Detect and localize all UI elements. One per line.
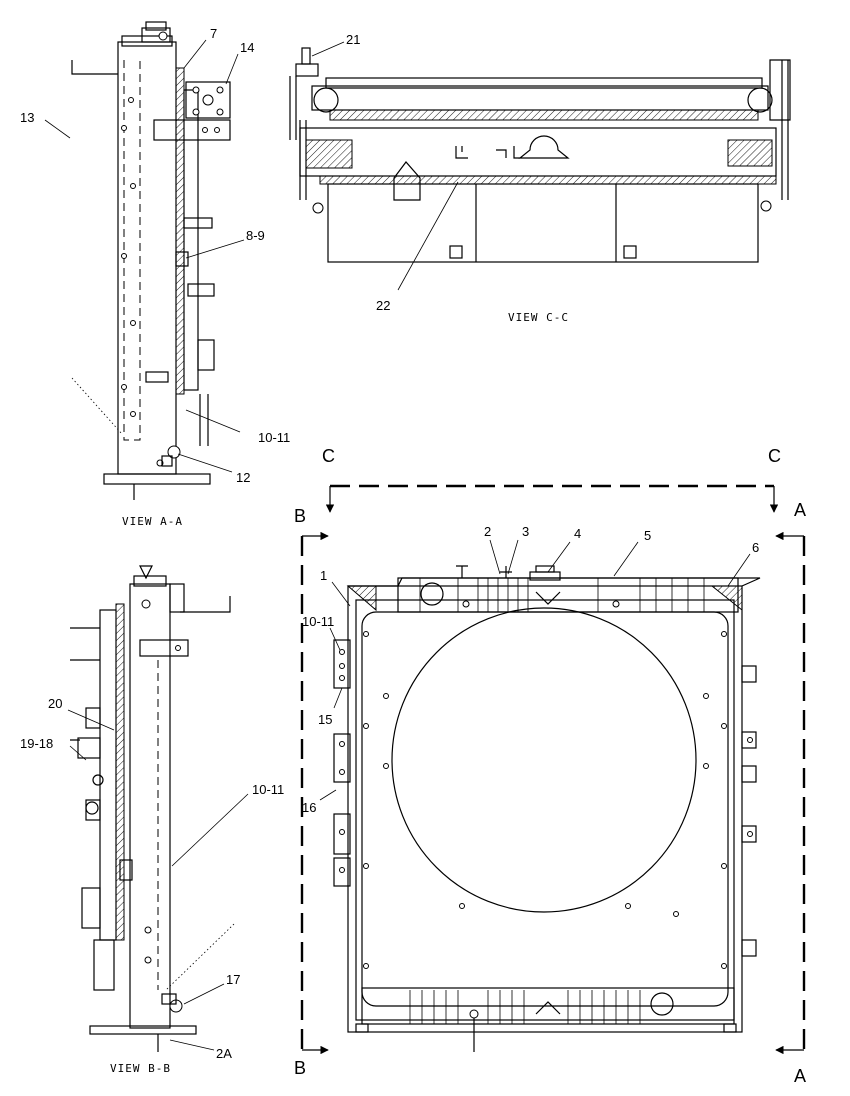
section-a-bottom: A <box>794 1066 806 1086</box>
section-b-bottom: B <box>294 1058 306 1078</box>
view-b-b-drawing <box>70 565 235 1052</box>
callout-20: 20 <box>48 696 62 711</box>
view-c-c-label: VIEW C-C <box>508 311 569 324</box>
view-a-a-label: VIEW A-A <box>122 515 183 528</box>
callout-10-11-front: 10-11 <box>302 614 334 629</box>
callout-12: 12 <box>236 470 250 485</box>
section-c-left: C <box>322 446 335 466</box>
callout-16: 16 <box>302 800 316 815</box>
callout-2: 2 <box>484 524 491 539</box>
callout-7: 7 <box>210 26 217 41</box>
callout-14: 14 <box>240 40 254 55</box>
callout-21: 21 <box>346 32 360 47</box>
callout-2a: 2A <box>216 1046 232 1061</box>
callout-1: 1 <box>320 568 327 583</box>
front-view-drawing <box>333 565 761 1052</box>
section-c-right: C <box>768 446 781 466</box>
callout-22: 22 <box>376 298 390 313</box>
callout-10-11-view-b: 10-11 <box>252 782 284 797</box>
callout-3: 3 <box>522 524 529 539</box>
callout-13: 13 <box>20 110 34 125</box>
section-cutting-lines <box>300 484 806 1055</box>
section-a-top: A <box>794 500 806 520</box>
callout-15: 15 <box>318 712 332 727</box>
section-b-top: B <box>294 506 306 526</box>
callout-6: 6 <box>752 540 759 555</box>
callout-10-11-view-a: 10-11 <box>258 430 290 445</box>
callout-4: 4 <box>574 526 581 541</box>
callout-8-9: 8-9 <box>246 228 265 243</box>
view-c-c-drawing <box>289 47 791 263</box>
callout-19-18: 19-18 <box>20 736 53 751</box>
callout-5: 5 <box>644 528 651 543</box>
view-b-b-label: VIEW B-B <box>110 1062 171 1075</box>
view-a-a-drawing <box>71 21 231 500</box>
callout-leader-lines <box>44 39 751 1051</box>
callout-17: 17 <box>226 972 240 987</box>
